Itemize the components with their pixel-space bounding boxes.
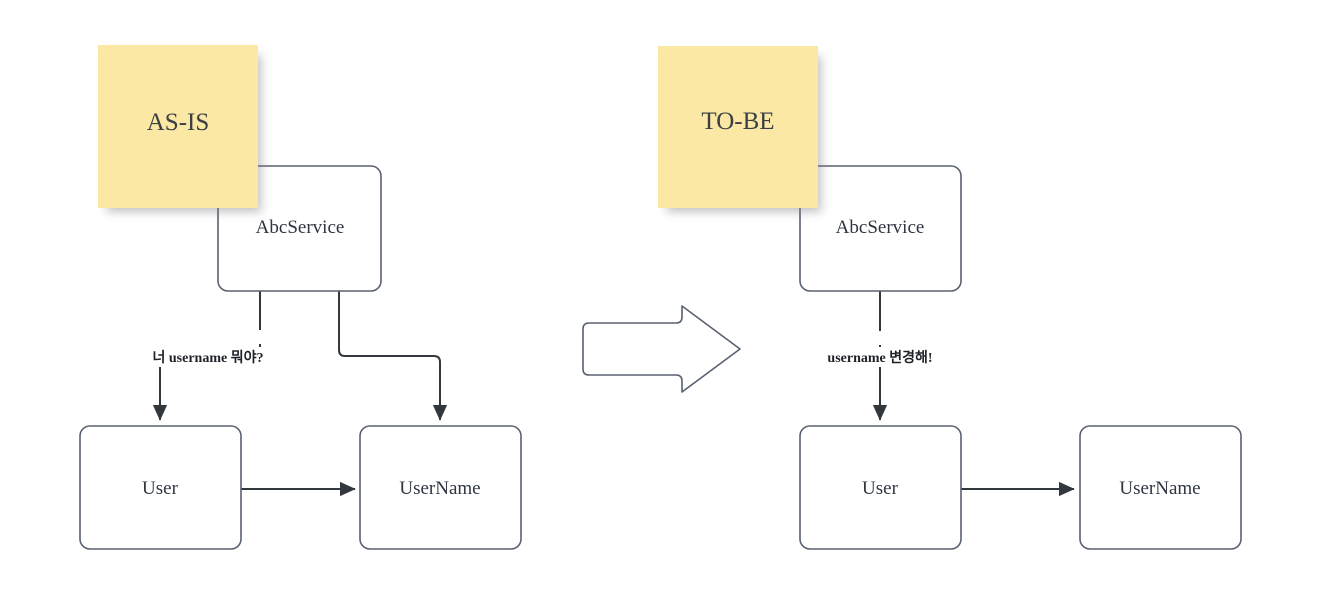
tobe-node-username[interactable] xyxy=(1079,425,1242,550)
asis-edge-service-to-user xyxy=(160,291,261,420)
asis-sticky-note[interactable] xyxy=(98,45,258,208)
asis-node-user[interactable] xyxy=(79,425,242,550)
asis-edge-service-to-username xyxy=(338,291,448,421)
asis-node-abcservice[interactable] xyxy=(217,165,382,292)
tobe-sticky-note[interactable] xyxy=(658,46,818,208)
tobe-node-user[interactable] xyxy=(799,425,962,550)
asis-node-username[interactable] xyxy=(359,425,522,550)
block-arrow-right-icon xyxy=(582,305,741,393)
tobe-node-abcservice[interactable] xyxy=(799,165,962,292)
